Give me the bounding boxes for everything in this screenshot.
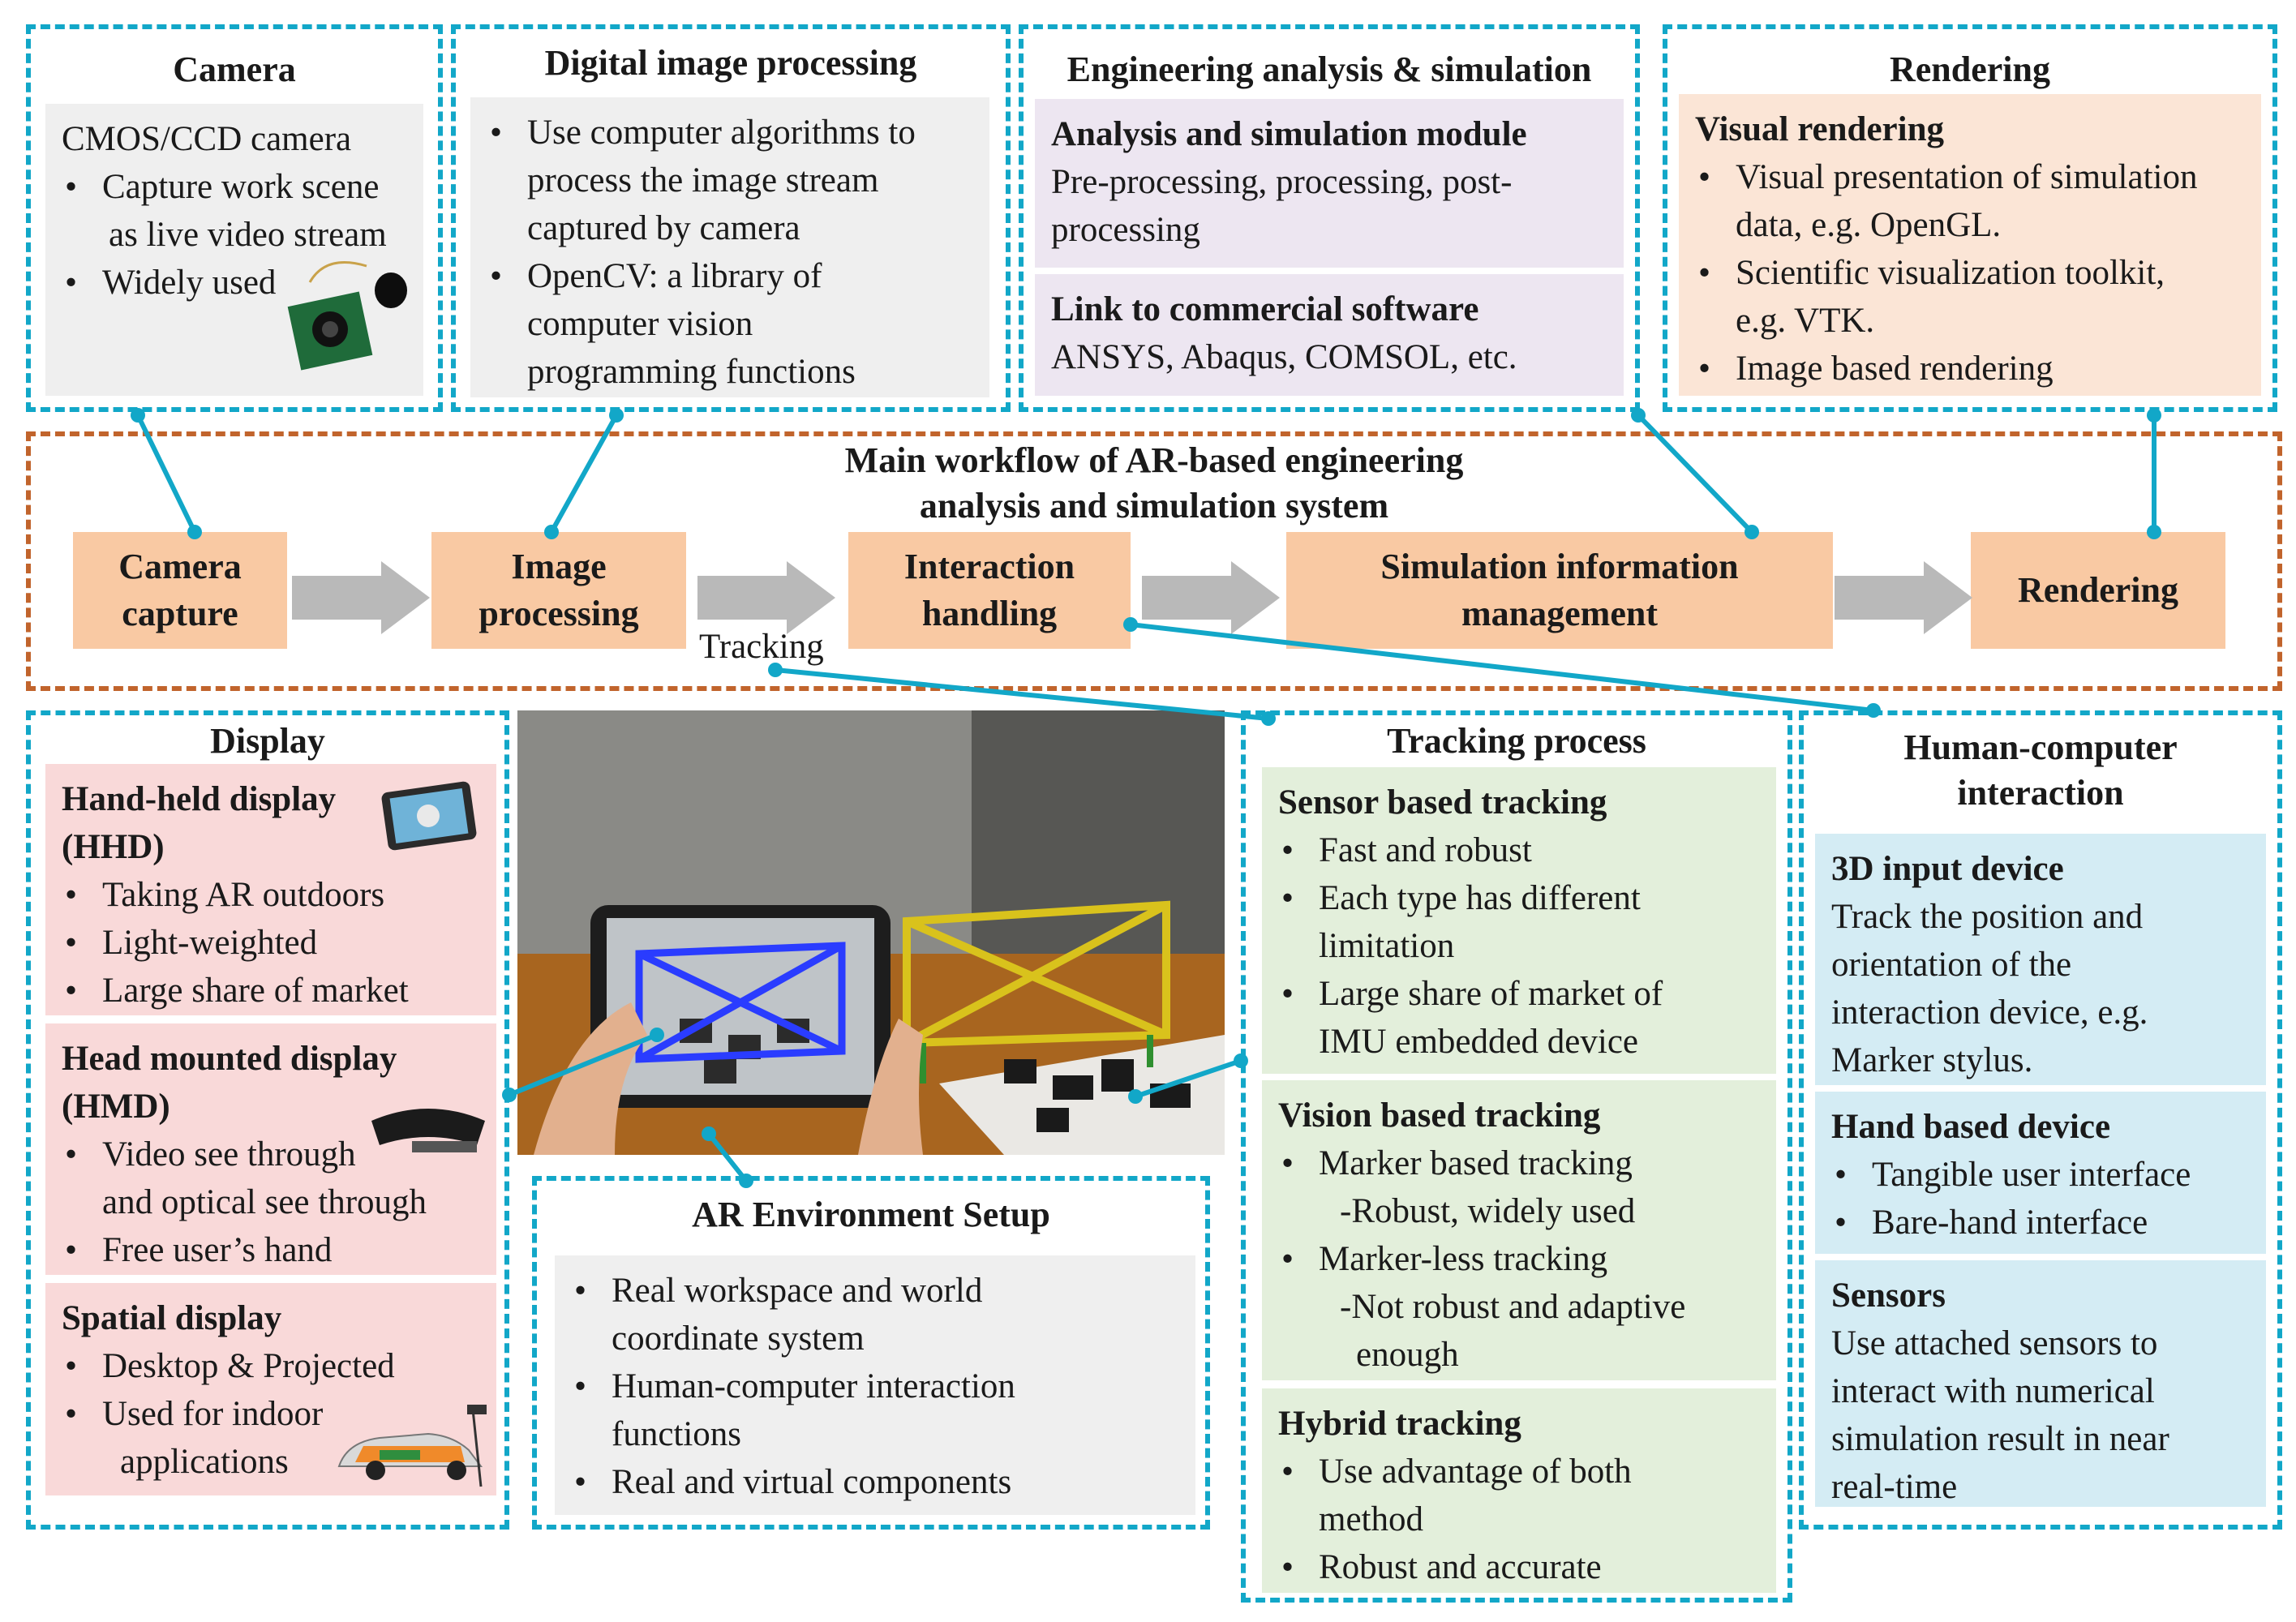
- sensor-tracking-box: Sensor based tracking Fast and robust Ea…: [1262, 767, 1776, 1074]
- eng-title: Engineering analysis & simulation: [1066, 49, 1592, 89]
- spatial-title: Spatial display: [62, 1299, 282, 1337]
- hmd-goggles-icon: [371, 1109, 485, 1152]
- hhd-box: Hand-held display(HHD) Taking AR outdoor…: [45, 764, 496, 1015]
- vision-tracking-item: Marker-less tracking-Not robust and adap…: [1278, 1235, 1760, 1379]
- digital-image-processing-panel: Digital image processing Use computer al…: [451, 24, 1011, 412]
- sensor-tracking-item: Fast and robust: [1278, 826, 1760, 874]
- step-rendering: Rendering: [1971, 532, 2225, 649]
- vision-tracking-box: Vision based tracking Marker based track…: [1262, 1080, 1776, 1380]
- display-title: Display: [210, 721, 325, 761]
- hhd-item: Taking AR outdoors: [62, 871, 480, 919]
- hmd-box: Head mounted display(HMD) Video see thro…: [45, 1023, 496, 1275]
- ar-env-title: AR Environment Setup: [692, 1195, 1050, 1234]
- rendering-title: Rendering: [1890, 49, 2050, 89]
- commercial-software-text: ANSYS, Abaqus, COMSOL, etc.: [1051, 338, 1517, 376]
- visual-rendering-title: Visual rendering: [1695, 110, 1945, 148]
- step-image-processing: Image processing: [431, 532, 686, 649]
- step-interaction-handling: Interaction handling: [848, 532, 1131, 649]
- hand-based-device-title: Hand based device: [1831, 1108, 2111, 1146]
- hybrid-tracking-box: Hybrid tracking Use advantage of bothmet…: [1262, 1388, 1776, 1593]
- flow-arrow-icon: [1835, 561, 1972, 634]
- dip-title: Digital image processing: [544, 43, 917, 83]
- tracking-title: Tracking process: [1387, 721, 1646, 761]
- hhd-title: Hand-held display(HHD): [62, 780, 337, 866]
- flow-arrow-icon: [697, 561, 835, 634]
- display-panel: Display Hand-held display(HHD) Taking AR…: [26, 710, 509, 1530]
- hhd-item: Light-weighted: [62, 919, 480, 967]
- camera-title: Camera: [173, 49, 296, 89]
- step-simulation-information-management: Simulation information management: [1286, 532, 1833, 649]
- tablet-icon: [381, 781, 477, 851]
- hand-based-device-box: Hand based device Tangible user interfac…: [1815, 1092, 2266, 1254]
- ar-photo: [517, 710, 1225, 1155]
- vision-tracking-title: Vision based tracking: [1278, 1096, 1601, 1135]
- sensors-title: Sensors: [1831, 1277, 1946, 1315]
- hand-based-device-item: Tangible user interface: [1831, 1151, 2250, 1199]
- ar-scene-image: [517, 710, 1225, 1155]
- commercial-software-title: Link to commercial software: [1051, 290, 1479, 328]
- camera-item: Widely used: [62, 259, 407, 307]
- tracking-process-panel: Tracking process Sensor based tracking F…: [1241, 710, 1792, 1603]
- rendering-panel: Rendering Visual rendering Visual presen…: [1663, 24, 2277, 412]
- camera-heading: CMOS/CCD camera: [62, 120, 352, 158]
- analysis-module-text: Pre-processing, processing, post-process…: [1051, 163, 1513, 249]
- visual-rendering-box: Visual rendering Visual presentation of …: [1679, 94, 2261, 396]
- engineering-analysis-panel: Engineering analysis & simulation Analys…: [1019, 24, 1640, 412]
- hand-based-device-item: Bare-hand interface: [1831, 1199, 2250, 1247]
- ar-environment-panel: AR Environment Setup Real workspace and …: [532, 1176, 1210, 1530]
- camera-module-icon: [287, 261, 407, 371]
- commercial-software-box: Link to commercial software ANSYS, Abaqu…: [1035, 274, 1624, 396]
- spatial-item: Desktop & Projected: [62, 1342, 480, 1390]
- vision-tracking-item: Marker based tracking-Robust, widely use…: [1278, 1139, 1760, 1235]
- hybrid-tracking-item: Robust and accurate: [1278, 1543, 1760, 1591]
- spatial-display-box: Spatial display Desktop & Projected Used…: [45, 1283, 496, 1495]
- step-camera-capture: Camera capture: [73, 532, 287, 649]
- hhd-item: Large share of market: [62, 967, 480, 1015]
- ar-env-item: Real and virtual components: [571, 1458, 1179, 1506]
- hmd-item: Free user’s hand: [62, 1226, 480, 1274]
- hmd-title: Head mounted display(HMD): [62, 1040, 397, 1126]
- tracking-label: Tracking: [699, 628, 824, 666]
- analysis-module-title: Analysis and simulation module: [1051, 115, 1527, 153]
- sensor-tracking-title: Sensor based tracking: [1278, 783, 1607, 822]
- hybrid-tracking-title: Hybrid tracking: [1278, 1405, 1521, 1443]
- car-projection-icon: [337, 1405, 487, 1487]
- camera-panel: Camera CMOS/CCD camera Capture work scen…: [26, 24, 443, 412]
- rendering-item: Scientific visualization toolkit,e.g. VT…: [1695, 249, 2245, 345]
- 3d-input-device-title: 3D input device: [1831, 850, 2064, 888]
- rendering-item: Image based rendering: [1695, 345, 2245, 393]
- analysis-module-box: Analysis and simulation module Pre-proce…: [1035, 99, 1624, 268]
- flow-arrow-icon: [292, 561, 430, 634]
- flow-arrow-icon: [1142, 561, 1280, 634]
